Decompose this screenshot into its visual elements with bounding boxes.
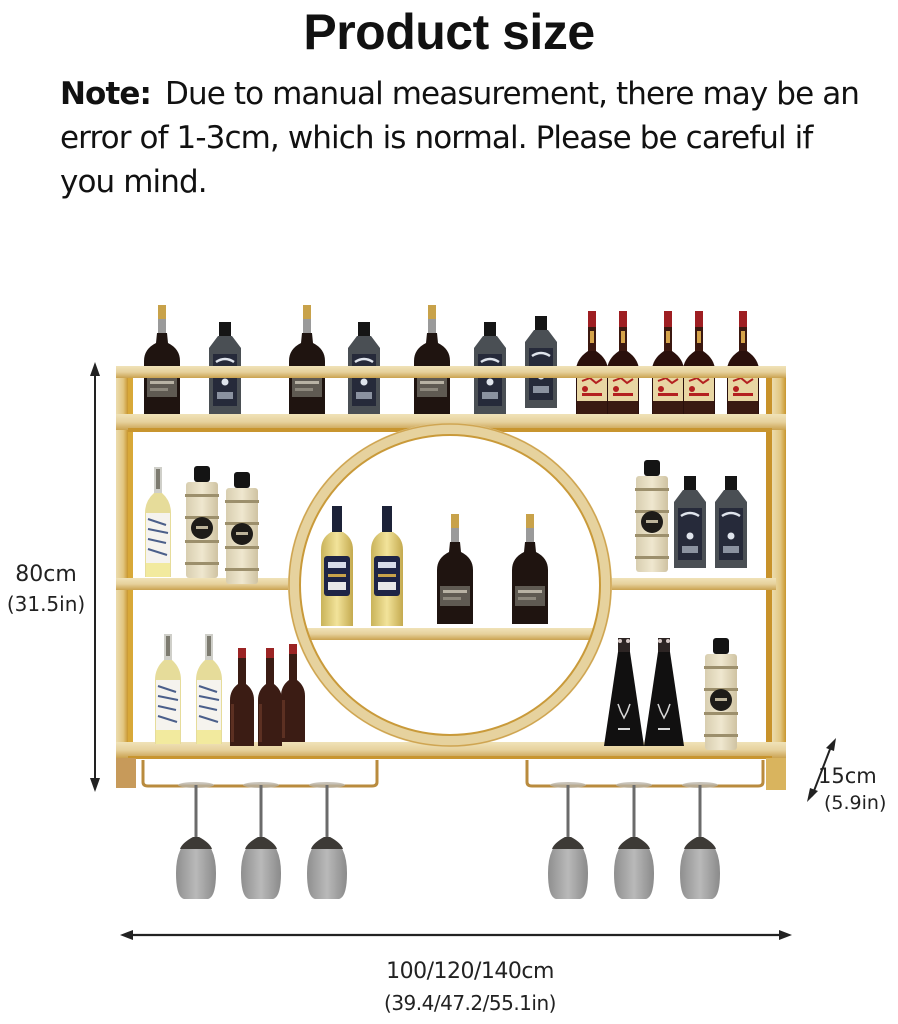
circle-bottles — [321, 506, 548, 626]
depth-in: (5.9in) — [824, 792, 887, 814]
top-shelf-bottles — [144, 305, 760, 416]
width-in: (39.4/47.2/55.1in) — [384, 991, 556, 1015]
glass-holder-rails — [141, 760, 765, 788]
note-label: Note: — [60, 76, 152, 112]
right-middle-bottles — [635, 460, 749, 572]
width-cm: 100/120/140cm — [386, 959, 554, 984]
left-lower-bottles — [154, 633, 305, 746]
rack-frame — [116, 366, 786, 790]
height-cm: 80cm — [15, 562, 77, 587]
depth-dimension-arrow — [807, 738, 836, 802]
depth-dimension-label: 15cm (5.9in) — [818, 762, 886, 816]
note-text: Due to manual measurement, there may be … — [60, 76, 860, 200]
width-dimension-label: 100/120/140cm (39.4/47.2/55.1in) — [0, 956, 898, 1018]
page-title: Product size — [303, 4, 595, 60]
measurement-note: Note:Due to manual measurement, there ma… — [60, 72, 860, 204]
depth-cm: 15cm — [818, 764, 877, 788]
height-dimension-label: 80cm (31.5in) — [0, 560, 92, 618]
height-in: (31.5in) — [6, 592, 86, 616]
left-middle-bottles — [144, 466, 259, 584]
width-dimension-arrow — [120, 930, 792, 940]
hanging-wine-glasses — [176, 782, 720, 899]
height-dimension-arrow — [90, 362, 100, 792]
right-lower-bottles — [603, 637, 738, 750]
